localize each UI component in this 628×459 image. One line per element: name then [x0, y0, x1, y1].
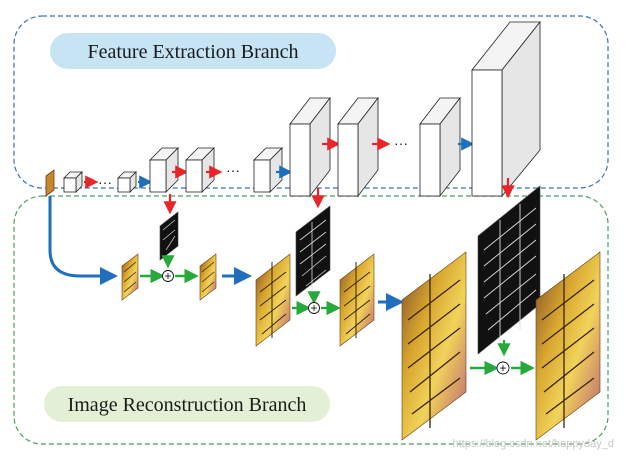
conv-block-5 [253, 147, 283, 193]
conv-block-6 [289, 96, 331, 198]
plus-circle-icon: + [496, 361, 510, 375]
edge-map-icon [477, 185, 541, 355]
conv-block-8 [419, 96, 461, 198]
butterfly-image-icon [121, 253, 139, 301]
feature-branch-pill: Feature Extraction Branch [50, 33, 336, 69]
conv-block-9 [471, 20, 541, 198]
recon-branch-pill: Image Reconstruction Branch [44, 386, 330, 422]
ellipsis-2: ··· [226, 162, 240, 178]
recon-branch-label: Image Reconstruction Branch [68, 394, 307, 416]
conv-block-2 [117, 171, 137, 193]
plus-symbol: + [499, 361, 506, 375]
feature-branch-label: Feature Extraction Branch [87, 41, 298, 63]
plus-circle-icon: + [308, 301, 320, 315]
ellipsis-3: ··· [394, 135, 408, 151]
ellipsis-1: ··· [98, 174, 112, 190]
butterfly-image-icon [401, 251, 467, 441]
plus-symbol: + [164, 269, 171, 283]
butterfly-image-icon [199, 253, 217, 301]
blue-arrow-icon [48, 196, 118, 285]
plus-circle-icon: + [162, 269, 174, 283]
conv-block-1 [63, 171, 83, 193]
input-image [45, 169, 55, 197]
butterfly-image-icon [339, 253, 375, 347]
watermark: https://blog.csdn.net/happyday_d [453, 438, 614, 450]
conv-block-4 [185, 147, 215, 193]
plus-symbol: + [310, 301, 317, 315]
conv-block-3 [149, 147, 179, 193]
edge-map-icon [159, 211, 179, 261]
butterfly-image-icon [535, 251, 601, 441]
butterfly-image-icon [255, 253, 291, 347]
recon-branch-box [13, 195, 609, 445]
conv-block-7 [337, 96, 379, 198]
edge-map-icon [295, 205, 331, 297]
